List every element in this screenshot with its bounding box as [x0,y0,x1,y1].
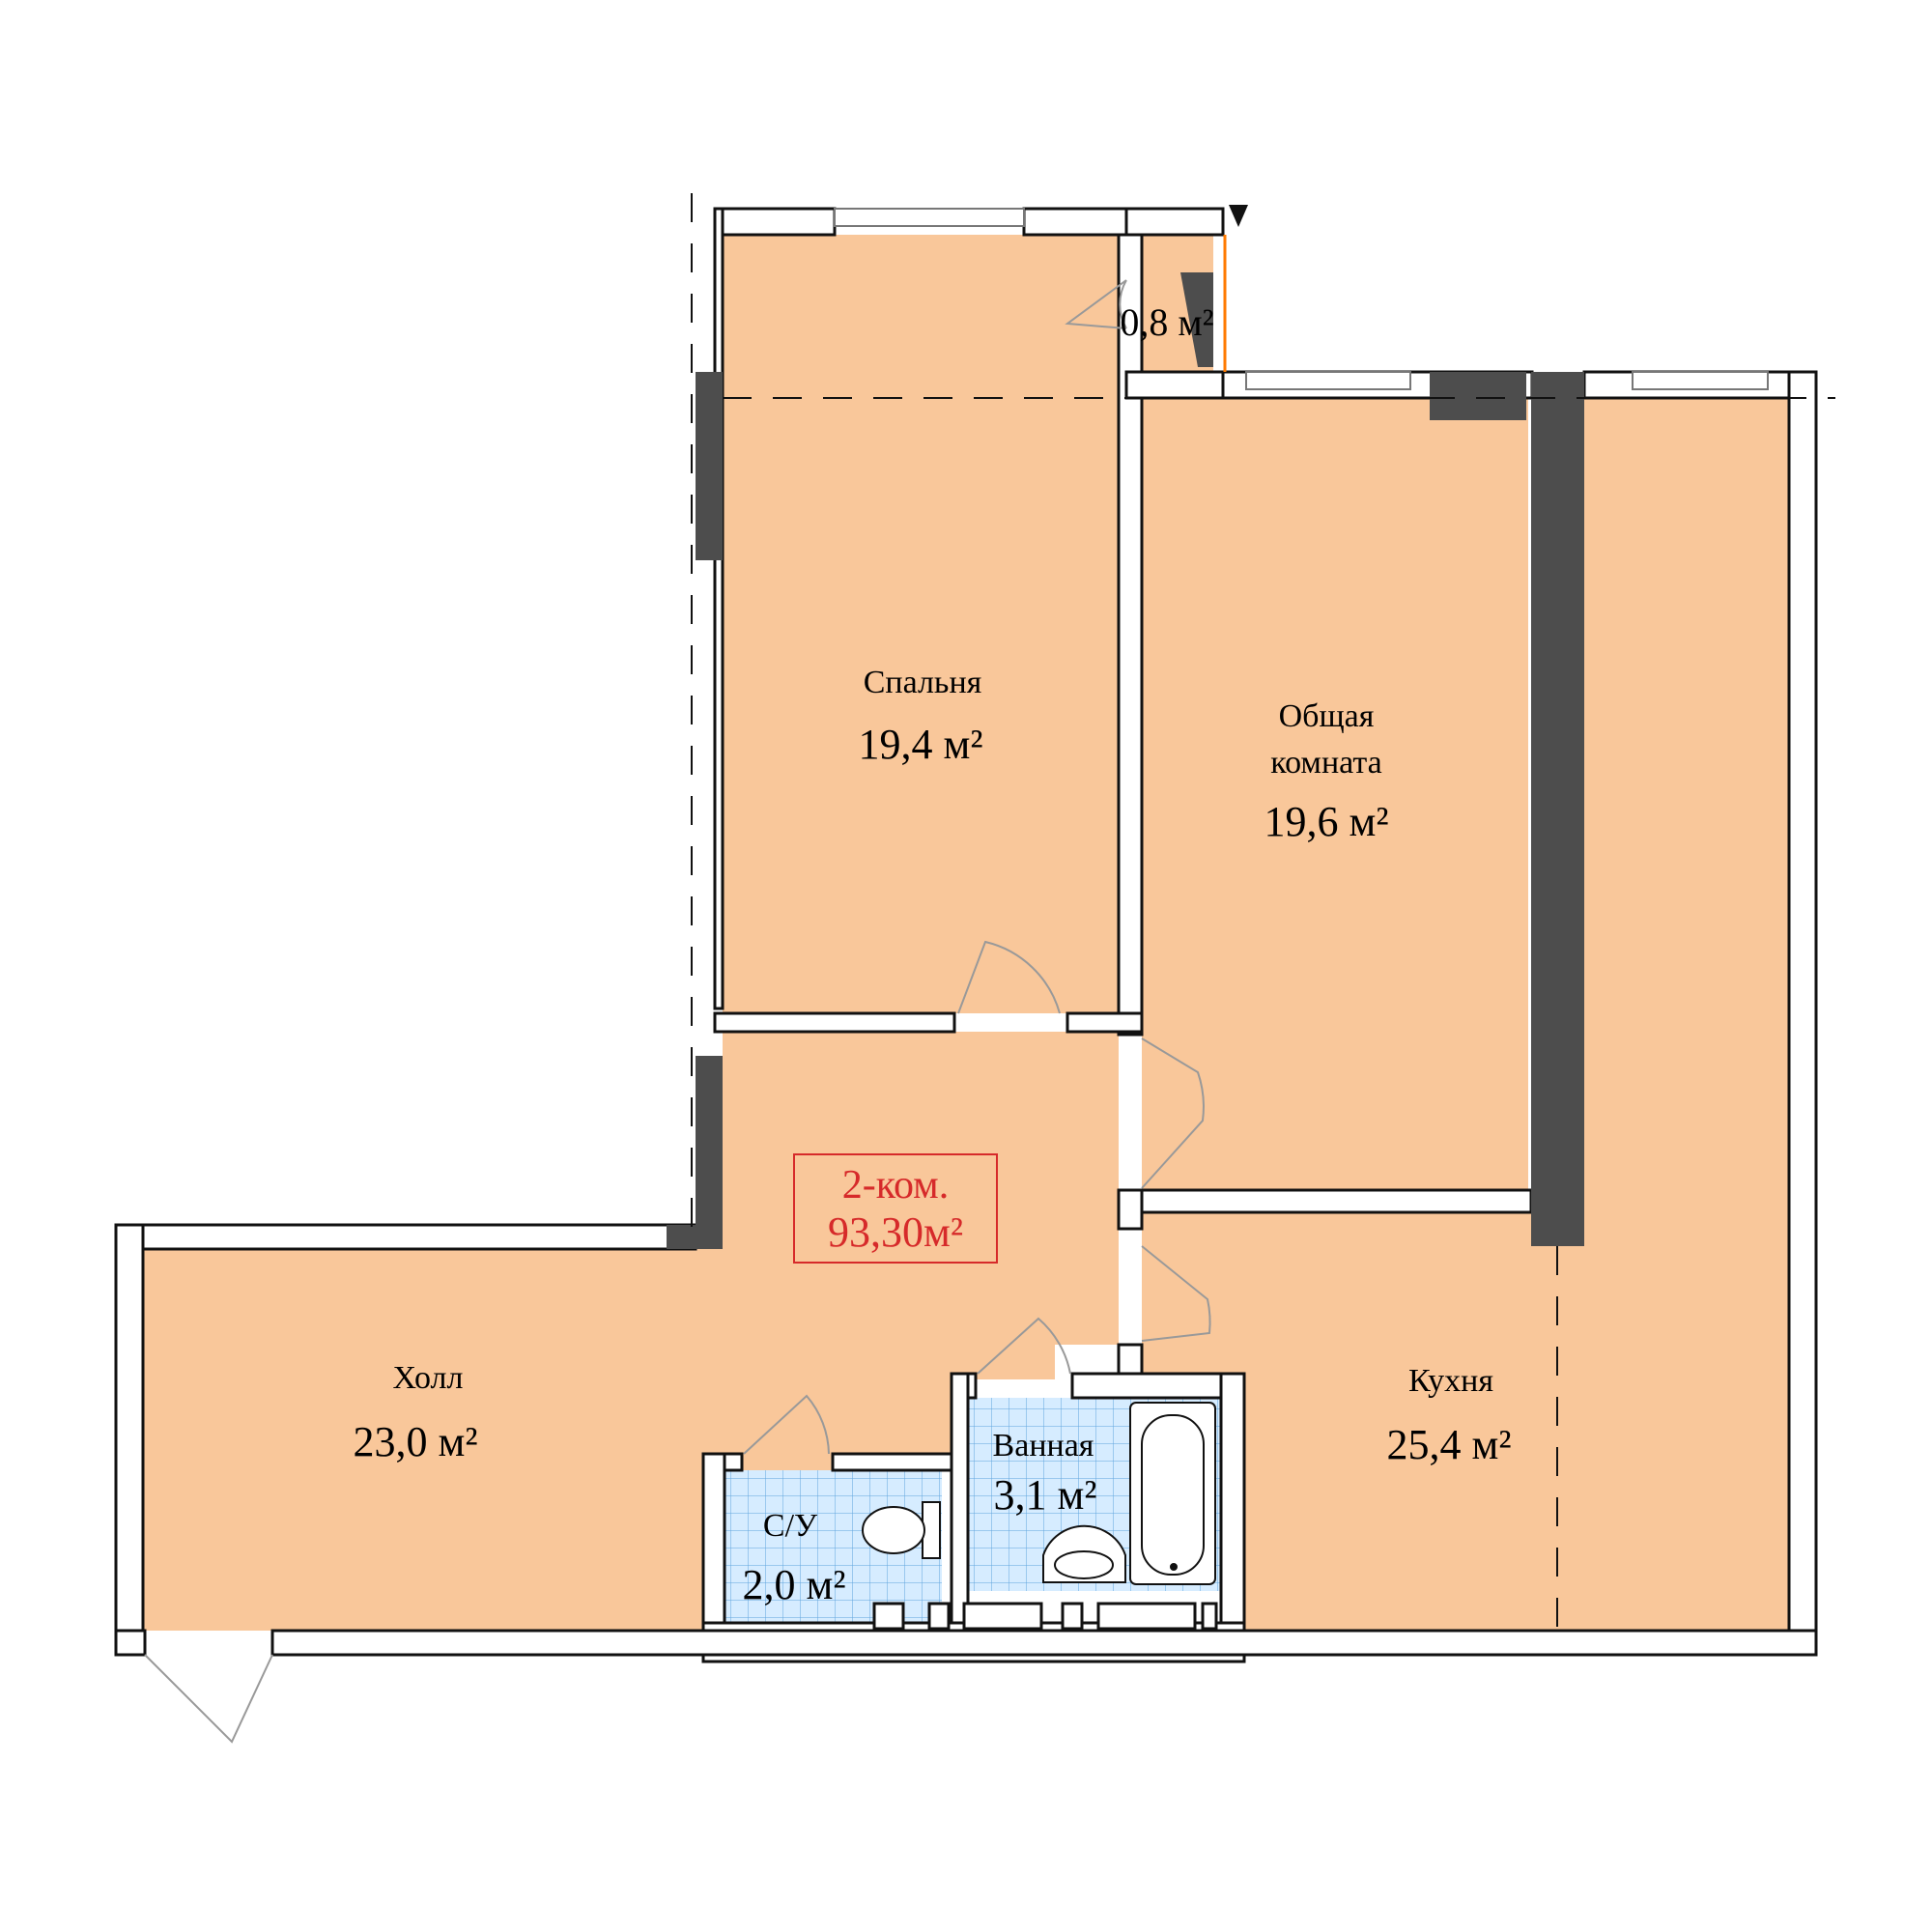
columns [667,372,1584,1249]
sink-icon [1042,1524,1126,1583]
door-bathroom [977,1317,1071,1375]
total-area: 93,30м² [828,1208,963,1256]
bathroom-name: Ванная [993,1428,1094,1463]
bedroom-name: Спальня [864,665,982,700]
apartment-type: 2-ком. [842,1163,950,1208]
wall-living-kitchen [1140,1188,1533,1214]
wall-bottom-main [270,1629,1818,1657]
wall-bedroom-bottom-1 [713,1011,956,1034]
wall-bottom-left [114,1629,147,1657]
niche [1061,1602,1084,1631]
door-living [1141,1037,1205,1189]
living-floor [1142,398,1528,1190]
window [1245,371,1411,390]
wall-bathroom-top-2 [1070,1372,1246,1400]
living-name-line1: Общая [1279,698,1375,734]
door-closet [1065,279,1127,329]
wall-right [1787,370,1818,1657]
floor-areas [143,235,1789,1631]
hall-floor [143,1032,1119,1631]
wall-bedroom-living [1117,233,1144,1037]
hall-area: 23,0 м² [353,1418,477,1465]
toilet-icon [862,1501,941,1559]
living-area: 19,6 м² [1264,798,1388,845]
wall-hall-kitchen-1 [1117,1188,1144,1231]
bedroom-area: 19,4 м² [858,721,982,768]
door-kitchen [1141,1245,1211,1342]
niche [927,1602,951,1631]
summary-box: 2-ком. 93,30м² [793,1153,998,1264]
wall-bedroom-bottom-2 [1065,1011,1144,1034]
wall-closet-bottom [1124,370,1225,400]
wall-hall-top [114,1223,697,1251]
wall-top-bedroom-2 [1022,207,1128,237]
wc-name: С/У [763,1508,818,1544]
bedroom-floor [723,235,1119,1013]
column-top-stub [1430,372,1526,420]
column-hall-corner [667,1225,723,1249]
wall-bathroom-right [1219,1372,1246,1633]
closet-duct [1180,272,1213,367]
door-entrance [144,1654,273,1744]
wall-wc-top-2 [831,1452,953,1472]
niche [1096,1602,1197,1631]
wall-left-bedroom [713,207,724,1010]
niche [872,1602,905,1631]
living-name-line2: комната [1270,745,1381,781]
wall-top-closet [1124,207,1225,237]
closet-area: 0,8 м² [1120,300,1213,344]
door-bedroom [957,940,1061,1014]
kitchen-area: 25,4 м² [1386,1421,1511,1468]
window [834,208,1025,227]
bathroom-area: 3,1 м² [993,1471,1096,1519]
axis-lines [691,193,1835,1631]
wc-area: 2,0 м² [742,1561,845,1608]
bottom-niches [872,1602,1218,1631]
windows [834,208,1769,390]
summary-border [793,1153,998,1264]
niche [1201,1602,1218,1631]
hall-name: Холл [393,1360,464,1396]
wall-bathroom-left [950,1372,970,1633]
column-main [1531,372,1584,1246]
column-left-mid [696,1056,723,1249]
window [1632,371,1769,390]
wall-hall-left [114,1223,145,1633]
labels: 0,8 м² Спальня 19,4 м² Общая комната 19,… [353,300,1511,1608]
door-wc [743,1394,830,1455]
column-left-top [696,372,723,560]
niche [962,1602,1043,1631]
wall-wc-left [701,1452,726,1633]
kitchen-floor [1142,398,1789,1631]
doors [144,279,1211,1744]
north-arrow-icon [1229,205,1248,227]
kitchen-name: Кухня [1408,1363,1493,1399]
wall-top-bedroom [713,207,837,237]
bathtub-icon [1129,1402,1216,1585]
